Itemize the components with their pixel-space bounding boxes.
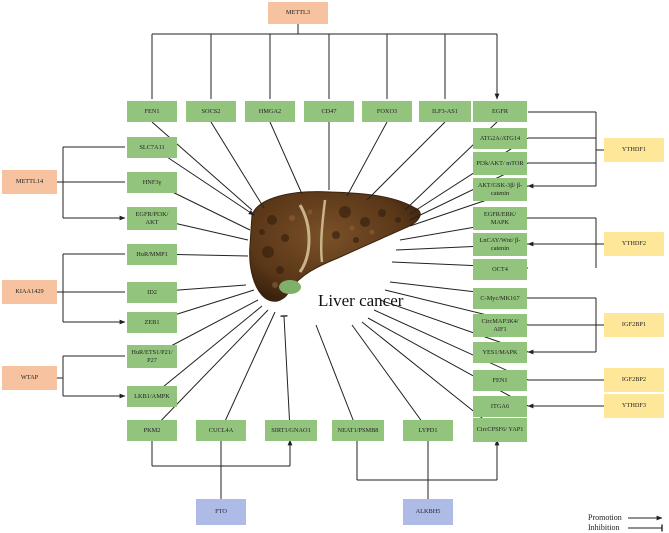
target-cd47: CD47 xyxy=(304,101,354,122)
regulator-mettl3: METTL3 xyxy=(268,2,328,24)
target-lkb1-ampk: LKB1/AMPK xyxy=(127,386,177,407)
target-lypd1: LYPD1 xyxy=(403,420,453,441)
target-zeb1: ZEB1 xyxy=(127,312,177,333)
target-sirt1-gnao1: SIRT1/GNAO1 xyxy=(265,420,317,441)
target-egfr-erk-mapk: EGFR/ERK/ MAPK xyxy=(473,207,527,230)
target-circmap3k4-aif1: CircMAP3K4/ AIF1 xyxy=(473,314,527,337)
target-hnf3y: HNF3γ xyxy=(127,172,177,193)
target-hur-ets1: HuR/ETS1/P21/ P27 xyxy=(127,345,177,368)
target-akt-gsk3b: AKT/GSK-3β/ β-catenin xyxy=(473,178,527,201)
target-cucl4a: CUCL4A xyxy=(196,420,246,441)
target-id2: ID2 xyxy=(127,282,177,303)
regulator-igf2bp2: IGF2BP2 xyxy=(604,368,664,392)
target-circcpsf6-yap1: CircCPSF6/ YAP1 xyxy=(473,418,527,442)
target-cmyc-mk167: C-Myc/MK167 xyxy=(473,288,527,309)
regulator-wtap: WTAP xyxy=(2,366,57,390)
target-ilf3-as1: ILF3-AS1 xyxy=(419,101,471,122)
connectors xyxy=(57,24,663,532)
regulator-kiaa1429: KIAA1429 xyxy=(2,280,57,304)
target-hmga2: HMGA2 xyxy=(245,101,295,122)
target-socs2: SOCS2 xyxy=(186,101,236,122)
target-yes1-mapk: YES1/MAPK xyxy=(473,342,527,363)
regulator-fto: FTO xyxy=(196,499,246,525)
center-label: Liver cancer xyxy=(318,291,404,310)
legend-inhibition: Inhibition xyxy=(588,523,620,532)
regulator-ythdf1: YTHDF1 xyxy=(604,138,664,162)
regulator-ythdf2: YTHDF2 xyxy=(604,232,664,256)
target-hur-mmp1: HuR/MMP1 xyxy=(127,244,177,265)
legend-promotion: Promotion xyxy=(588,513,622,522)
target-itga6: ITGA6 xyxy=(473,396,527,417)
target-neat1-psmb8: NEAT1/PSMB8 xyxy=(332,420,384,441)
regulator-alkbh5: ALKBH5 xyxy=(403,499,453,525)
target-foxo3: FOXO3 xyxy=(362,101,412,122)
regulator-mettl14: METTL14 xyxy=(2,170,57,194)
regulator-igf2bp1: IGF2BP1 xyxy=(604,313,664,337)
regulator-ythdf3: YTHDF3 xyxy=(604,394,664,418)
target-atg2a-atg14: ATG2A/ATG14 xyxy=(473,128,527,149)
target-lncay-wnt: LnCAY/Wnt/ β-catenin xyxy=(473,233,527,256)
target-egfr: EGFR xyxy=(473,101,527,122)
target-egfr-pi3k-akt: EGFR/PI3K/ AKT xyxy=(127,207,177,230)
liver-illustration xyxy=(249,191,421,302)
target-fen1-top: FEN1 xyxy=(127,101,177,122)
target-pkm2: PKM2 xyxy=(127,420,177,441)
target-pi3k-akt-mtor: PI3k/AKT/ mTOR xyxy=(473,152,527,175)
target-slc7a11: SLC7A11 xyxy=(127,137,177,158)
target-oct4: OCT4 xyxy=(473,259,527,280)
target-fen1-right: FEN1 xyxy=(473,370,527,391)
